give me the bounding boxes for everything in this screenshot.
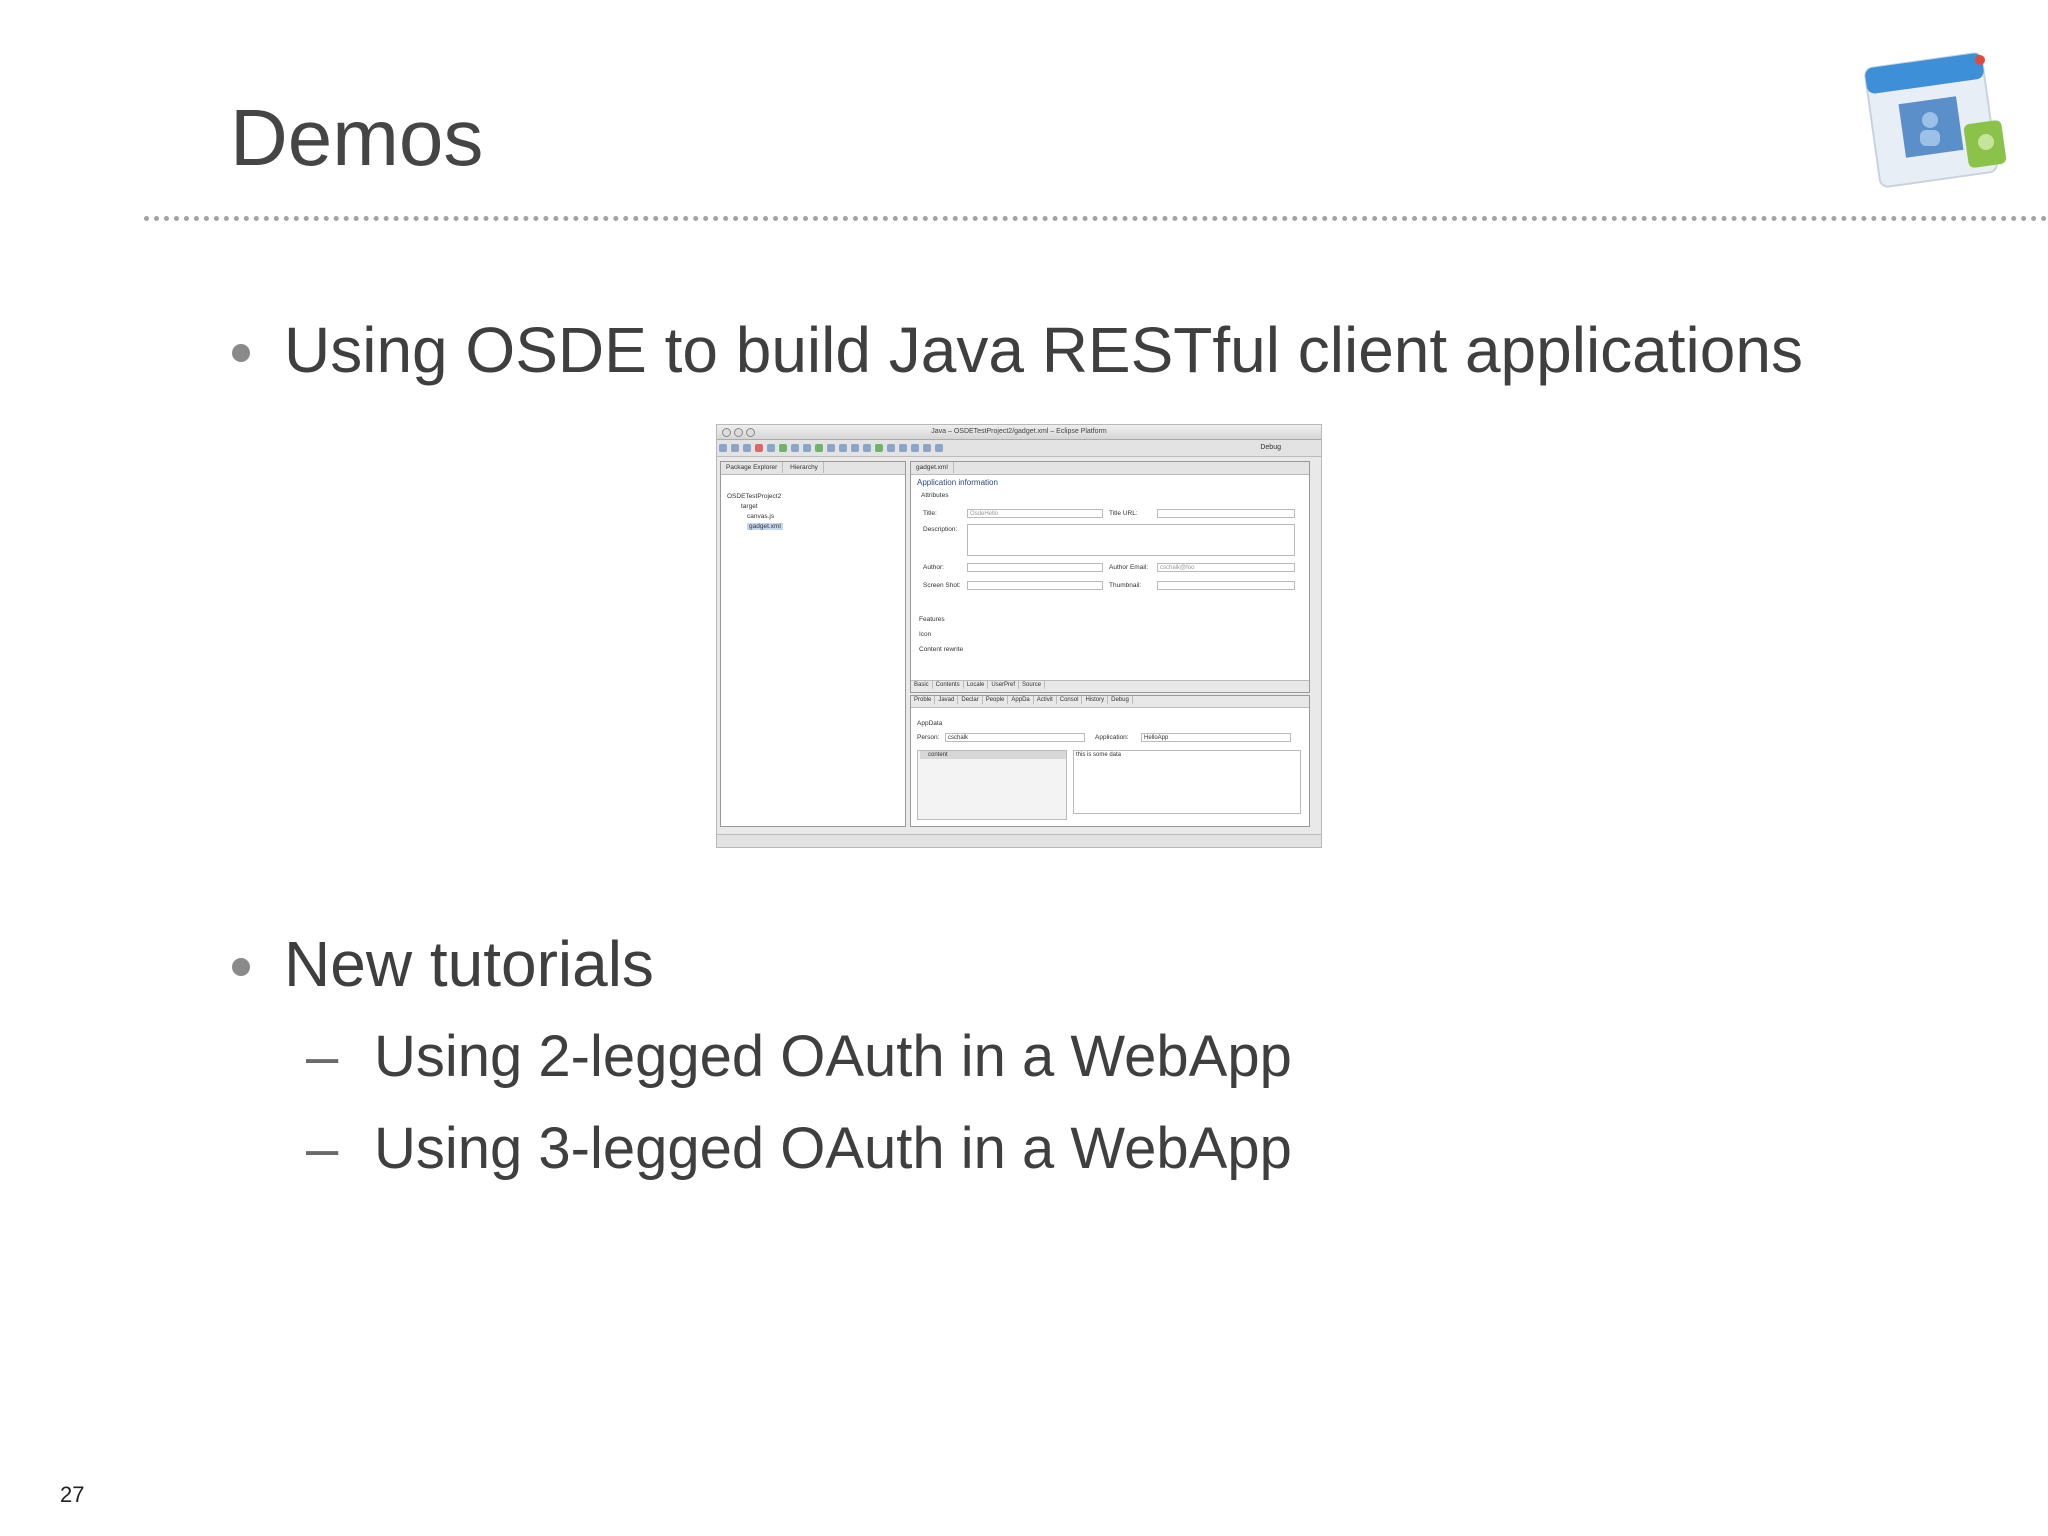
package-explorer-tabs: Package Explorer Hierarchy <box>721 462 905 475</box>
tab-appdata: AppDa <box>1008 696 1034 704</box>
tab-problems: Proble <box>911 696 936 704</box>
thumbnail-field <box>1157 581 1295 590</box>
gadget-logo-icon <box>1858 38 2018 198</box>
person-select: cschalk <box>945 733 1085 742</box>
sub-bullet-text: Using 2-legged OAuth in a WebApp <box>374 1024 1292 1089</box>
author-email-label: Author Email: <box>1109 564 1149 571</box>
tab-activities: Activit <box>1034 696 1057 704</box>
ide-window-title: Java – OSDETestProject2/gadget.xml – Ecl… <box>931 428 1107 435</box>
tree-item: target <box>741 503 758 510</box>
sub-bullet-dash: – <box>306 1024 339 1089</box>
title-url-label: Title URL: <box>1109 510 1138 517</box>
tab-source: Source <box>1019 681 1046 689</box>
section-content-rewrite: Content rewrite <box>919 646 964 653</box>
tab-debug: Debug <box>1108 696 1133 704</box>
title-url-field <box>1157 509 1295 518</box>
appdata-key-header: content <box>920 751 1066 759</box>
tab-package-explorer: Package Explorer <box>721 462 784 473</box>
screenshot-field <box>967 581 1103 590</box>
slide-title: Demos <box>230 93 484 182</box>
author-field <box>967 563 1103 572</box>
ide-titlebar: Java – OSDETestProject2/gadget.xml – Ecl… <box>717 425 1321 440</box>
person-label: Person: <box>917 734 940 741</box>
tree-item-selected: gadget.xml <box>747 523 783 530</box>
application-select: HelloApp <box>1141 733 1291 742</box>
window-controls <box>722 428 758 439</box>
application-label: Application: <box>1095 734 1129 741</box>
tab-people: People <box>983 696 1009 704</box>
appdata-title: AppData <box>917 720 943 727</box>
section-title: Application information <box>917 478 998 487</box>
tree-project: OSDETestProject2 <box>727 493 782 500</box>
sub-bullet-dash: – <box>306 1116 339 1181</box>
title-label: Title: <box>923 510 937 517</box>
description-label: Description: <box>923 526 958 533</box>
section-icon: Icon <box>919 631 932 638</box>
ide-status-bar <box>717 834 1321 847</box>
thumbnail-label: Thumbnail: <box>1109 582 1142 589</box>
tree-item: canvas.js <box>747 513 775 520</box>
bullet-text: New tutorials <box>284 928 654 1000</box>
eclipse-screenshot: Java – OSDETestProject2/gadget.xml – Ecl… <box>716 424 1322 848</box>
author-label: Author: <box>923 564 944 571</box>
perspective-debug: Debug <box>1260 444 1281 451</box>
section-features: Features <box>919 616 945 623</box>
gadget-editor-pane: gadget.xml Application information Attri… <box>910 461 1310 693</box>
description-field <box>967 524 1295 556</box>
ide-toolbar: Debug <box>717 440 1321 457</box>
project-tree: OSDETestProject2 target canvas.js gadget… <box>727 492 783 532</box>
attributes-label: Attributes <box>921 492 949 499</box>
page-number: 27 <box>60 1482 85 1507</box>
sub-bullet-text: Using 3-legged OAuth in a WebApp <box>374 1116 1292 1181</box>
tab-userpref: UserPref <box>988 681 1020 689</box>
appdata-value: this is some data <box>1073 750 1301 814</box>
tab-console: Consol <box>1057 696 1083 704</box>
author-email-field: cschalk@foo <box>1157 563 1295 572</box>
tab-basic: Basic <box>911 681 933 689</box>
bullet-text: Using OSDE to build Java RESTful client … <box>284 314 1803 386</box>
bullet-dot <box>232 958 250 976</box>
screenshot-label: Screen Shot: <box>923 582 961 589</box>
title-divider <box>144 216 2048 221</box>
title-field: OsdeHello <box>967 509 1103 518</box>
tab-contents: Contents <box>933 681 964 689</box>
appdata-key-list: content <box>917 750 1067 820</box>
tab-hierarchy: Hierarchy <box>785 462 824 473</box>
editor-tabbar: gadget.xml <box>911 462 1309 475</box>
bullet-dot <box>232 344 250 362</box>
tab-history: History <box>1082 696 1109 704</box>
tab-javadoc: Javad <box>935 696 959 704</box>
package-explorer-pane: Package Explorer Hierarchy OSDETestProje… <box>720 461 906 827</box>
tab-declaration: Declar <box>958 696 983 704</box>
tab-gadget-xml: gadget.xml <box>911 462 954 473</box>
tab-locale: Locale <box>964 681 989 689</box>
